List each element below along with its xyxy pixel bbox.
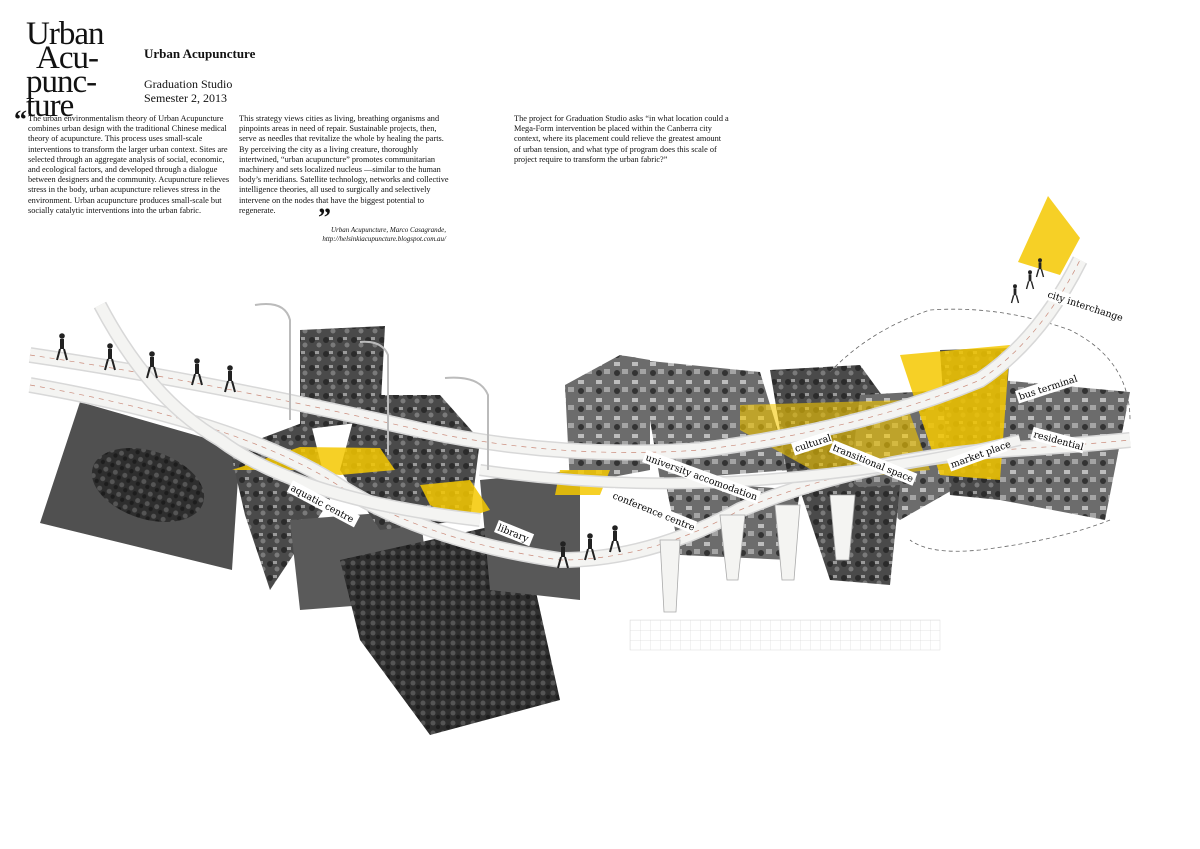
island (91, 448, 205, 522)
bridge-pier (829, 494, 856, 561)
pedestrian-figure (104, 343, 116, 371)
subtitle-semester: Semester 2, 2013 (144, 91, 227, 105)
text-column-1: The urban environmentalism theory of Urb… (28, 114, 230, 215)
pedestrians (56, 258, 1045, 569)
bridge-pier (659, 539, 681, 613)
text-column-3: The project for Graduation Studio asks “… (514, 114, 729, 164)
text-column-2: This strategy views cities as living, br… (239, 114, 449, 215)
grid-base (629, 619, 941, 651)
subtitle: Graduation Studio Semester 2, 2013 (144, 77, 232, 105)
pedestrian-figure (1025, 270, 1035, 290)
close-quote-mark: ” (318, 203, 331, 232)
pedestrian-figure (146, 351, 158, 379)
page-title: Urban Acupuncture (144, 46, 256, 61)
citation-url: http://helsinkiacupuncture.blogspot.com.… (322, 235, 446, 243)
street-lamp (444, 376, 489, 470)
ribbon-mid (479, 435, 1022, 488)
citation: Urban Acupuncture, Marco Casagrande, htt… (300, 226, 446, 244)
street-lamps (254, 303, 489, 470)
logo-line: punc- (26, 64, 97, 100)
logo: Urban Acu- punc- ture (24, 16, 124, 124)
logo-line: ture (26, 88, 74, 124)
bridge-pier (774, 504, 801, 581)
dashed-boundary (829, 308, 1131, 552)
subtitle-studio: Graduation Studio (144, 77, 233, 91)
ribbon-lower-centerline (29, 384, 1131, 561)
pedestrian-figure (557, 541, 569, 569)
bridge-piers (659, 494, 856, 613)
pedestrian-figure (1035, 258, 1045, 278)
street-lamp (359, 340, 389, 455)
logo-line: Urban (26, 16, 104, 52)
pedestrian-figure (224, 365, 236, 393)
logo-line: Acu- (36, 40, 99, 76)
city-photo-1 (565, 355, 650, 485)
pedestrian-figure (191, 358, 203, 386)
bridge-pier (719, 514, 746, 581)
highlight-zone (420, 480, 490, 520)
ribbon-spur (95, 302, 481, 526)
open-quote-mark: “ (14, 105, 27, 134)
pedestrian-figure (56, 333, 68, 361)
citation-source: Urban Acupuncture, Marco Casagrande, (330, 226, 446, 234)
pedestrian-figure (609, 525, 621, 553)
pedestrian-figure (584, 533, 596, 561)
street-lamp (254, 303, 291, 420)
ribbon-upper-centerline (29, 259, 1081, 453)
highlight-zone (1018, 196, 1080, 275)
pedestrian-figure (1010, 284, 1020, 304)
